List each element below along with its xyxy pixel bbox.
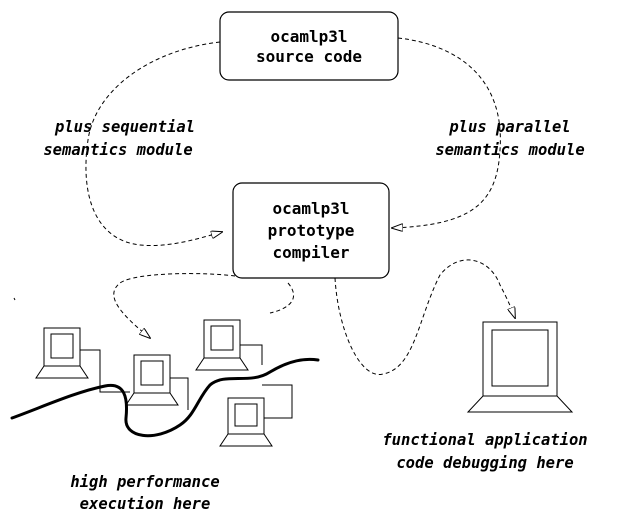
- debugging-label-1: functional application: [382, 431, 587, 449]
- compiler-line-1: ocamlp3l: [272, 199, 349, 218]
- cluster-computers-icon: [10, 297, 320, 447]
- source-line-1: ocamlp3l: [270, 27, 347, 46]
- cluster-pc-4-icon: [219, 397, 273, 447]
- network-line: [10, 357, 320, 438]
- parallel-arrow: [392, 37, 501, 228]
- performance-label-1: high performance: [70, 473, 219, 491]
- cluster-pc-2-icon: [125, 354, 179, 406]
- prototype-compiler-box: ocamlp3l prototype compiler: [232, 182, 390, 279]
- parallel-label-1: plus parallel: [448, 118, 570, 136]
- cluster-pc-1-icon: [35, 327, 89, 379]
- source-code-box: ocamlp3l source code: [219, 11, 399, 81]
- debugging-label-2: code debugging here: [396, 454, 573, 472]
- source-line-2: source code: [256, 47, 362, 66]
- workstation-icon: [466, 321, 574, 413]
- to-cluster-loop: [269, 282, 294, 314]
- sequential-arrow: [85, 41, 222, 247]
- to-cluster-arrow: [113, 273, 236, 338]
- to-workstation-arrow: [334, 259, 515, 375]
- sequential-label-1: plus sequential: [54, 118, 195, 136]
- performance-label-2: execution here: [80, 495, 211, 513]
- parallel-label-2: semantics module: [435, 141, 584, 159]
- compiler-line-3: compiler: [272, 243, 349, 262]
- cluster-pc-3-icon: [195, 319, 249, 371]
- compiler-line-2: prototype: [268, 221, 355, 240]
- sequential-label-2: semantics module: [43, 141, 192, 159]
